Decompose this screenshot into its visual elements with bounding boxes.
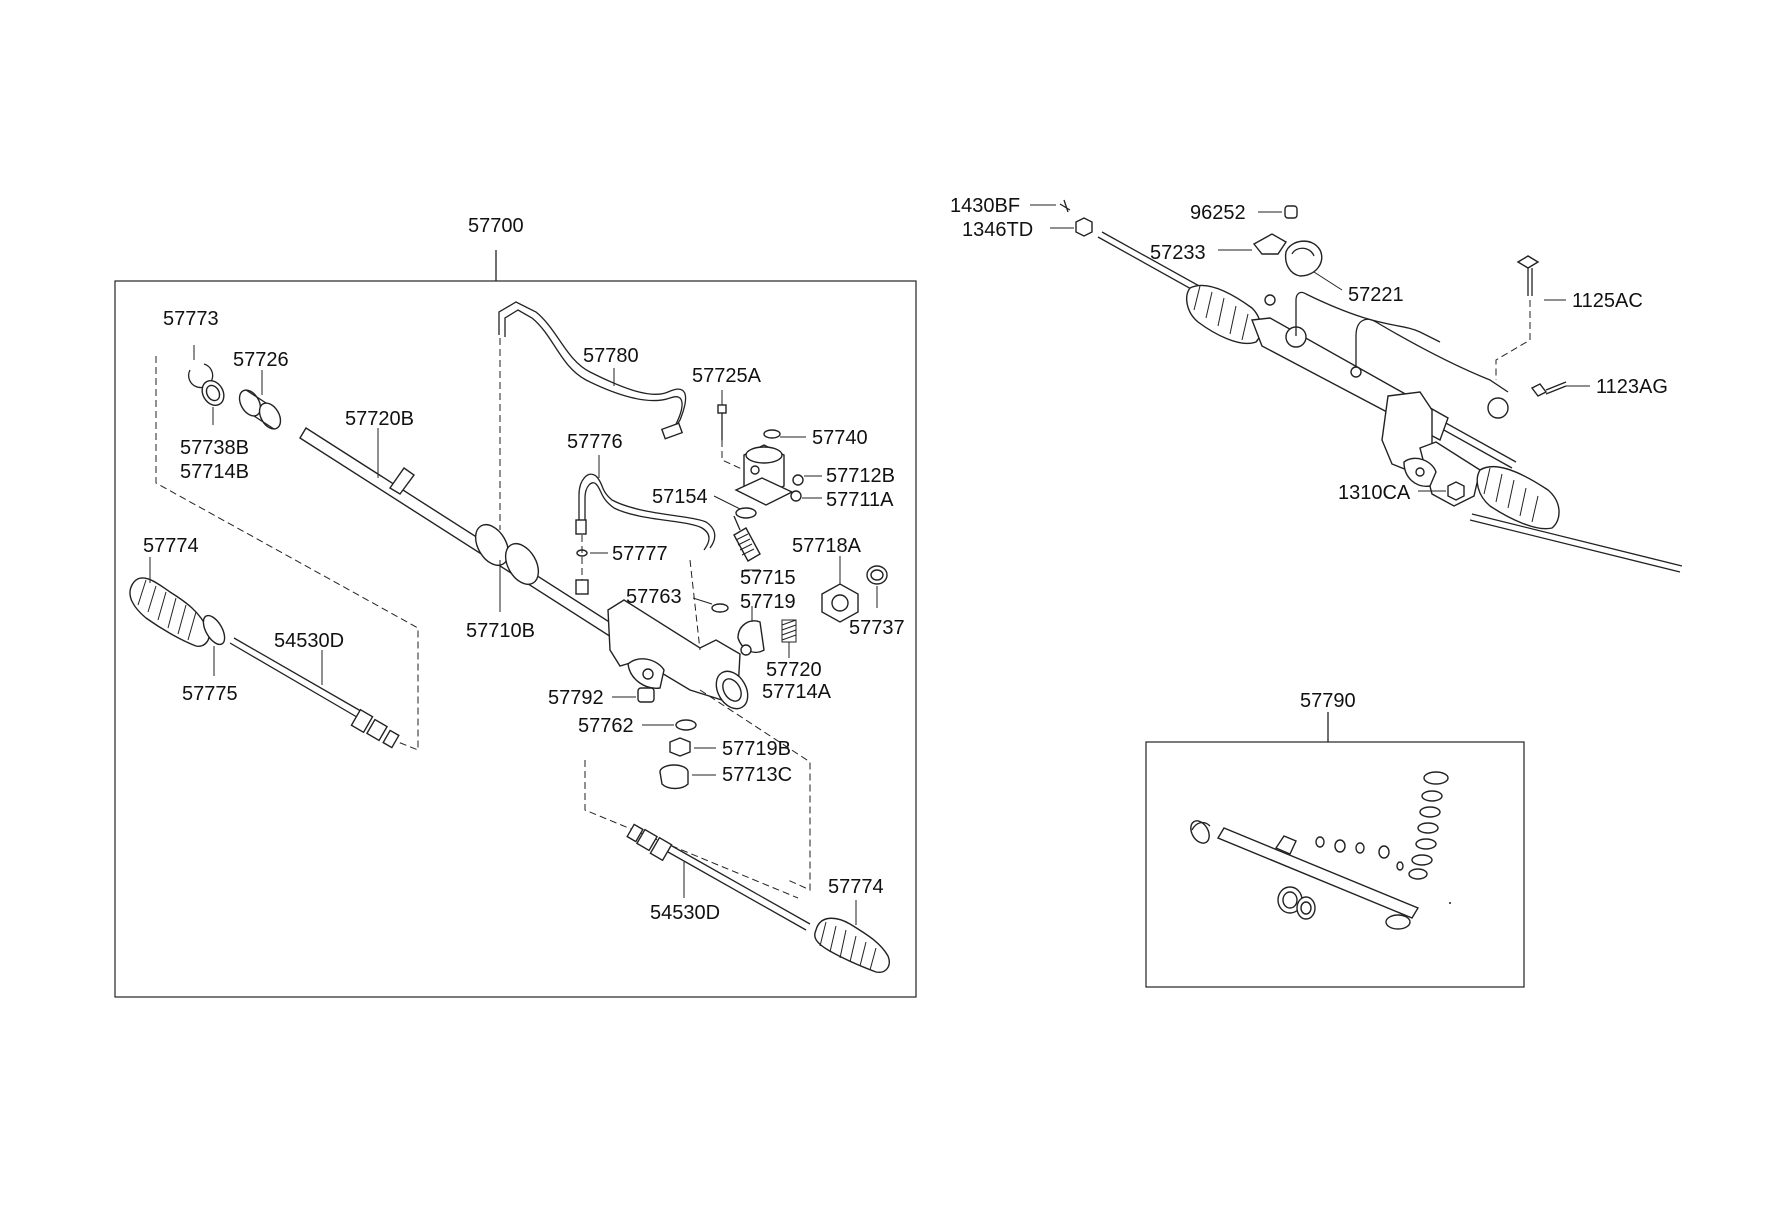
label-57776[interactable]: 57776: [567, 431, 623, 453]
bushing-57792-part[interactable]: [612, 687, 655, 703]
seal-kit-frame: [1145, 741, 1525, 988]
housing-clamp-part[interactable]: [469, 519, 545, 612]
screw-57725A-part[interactable]: [717, 390, 727, 440]
nut-57712B-part[interactable]: [792, 474, 822, 486]
band-part[interactable]: [199, 612, 229, 676]
main-assembly-frame: [114, 280, 917, 998]
label-57221[interactable]: 57221: [1348, 284, 1404, 306]
boot-right-part[interactable]: [814, 900, 890, 973]
tie-rod-left-part[interactable]: [229, 637, 400, 749]
part-57233[interactable]: [1218, 233, 1287, 255]
label-57719B[interactable]: 57719B: [722, 738, 791, 760]
label-57775[interactable]: 57775: [182, 683, 238, 705]
seal-part[interactable]: [198, 377, 228, 425]
label-57719[interactable]: 57719: [740, 591, 796, 613]
label-57154[interactable]: 57154: [652, 486, 708, 508]
label-96252[interactable]: 96252: [1190, 202, 1246, 224]
label-57774-right[interactable]: 57774: [828, 876, 884, 898]
part-1123AG[interactable]: [1530, 381, 1590, 397]
label-57713C[interactable]: 57713C: [722, 764, 792, 786]
label-57714B[interactable]: 57714B: [180, 461, 249, 483]
oring-57762-part[interactable]: [642, 719, 697, 731]
nut-57711A-part[interactable]: [790, 490, 822, 502]
label-seal-kit[interactable]: 57790: [1300, 690, 1356, 712]
oring-57777-part[interactable]: [575, 535, 608, 595]
label-57740[interactable]: 57740: [812, 427, 868, 449]
boot-left-part[interactable]: [129, 557, 210, 647]
label-57714A[interactable]: 57714A: [762, 681, 832, 703]
part-1346TD[interactable]: [1050, 217, 1093, 237]
label-57710B[interactable]: 57710B: [466, 620, 535, 642]
label-57712B[interactable]: 57712B: [826, 465, 895, 487]
seal-kit-parts-drawing[interactable]: [1187, 771, 1451, 930]
valve-housing-part[interactable]: [721, 440, 794, 506]
main-assembly: 57700 57773 57726 57738B 57714B: [114, 215, 917, 998]
label-57773[interactable]: 57773: [163, 308, 219, 330]
oring-57763-part[interactable]: [692, 597, 729, 613]
label-57233[interactable]: 57233: [1150, 242, 1206, 264]
label-1310CA[interactable]: 1310CA: [1338, 482, 1411, 504]
seal-kit: 57790: [1145, 690, 1525, 988]
part-96252[interactable]: [1258, 205, 1298, 219]
cap-57713C-part[interactable]: [659, 764, 716, 790]
part-1125AC[interactable]: [1495, 255, 1566, 380]
label-57720[interactable]: 57720: [766, 659, 822, 681]
label-57718A[interactable]: 57718A: [792, 535, 862, 557]
label-57738B[interactable]: 57738B: [180, 437, 249, 459]
label-57715[interactable]: 57715: [740, 567, 796, 589]
label-57720B[interactable]: 57720B: [345, 408, 414, 430]
label-54530D-right[interactable]: 54530D: [650, 902, 720, 924]
label-1123AG[interactable]: 1123AG: [1596, 376, 1668, 398]
label-57726[interactable]: 57726: [233, 349, 289, 371]
pinion-valve-part[interactable]: [733, 515, 761, 571]
part-57221[interactable]: [1284, 240, 1343, 291]
label-57711A[interactable]: 57711A: [826, 489, 894, 511]
label-1125AC[interactable]: 1125AC: [1572, 290, 1643, 312]
label-1430BF[interactable]: 1430BF: [950, 195, 1020, 217]
spring-57720-part[interactable]: [781, 619, 797, 658]
label-57737[interactable]: 57737: [849, 617, 905, 639]
label-54530D-left[interactable]: 54530D: [274, 630, 344, 652]
cap-57737-part[interactable]: [866, 565, 888, 608]
yoke-57719-part[interactable]: [737, 606, 765, 656]
rack-assembly-drawing[interactable]: [1097, 231, 1683, 573]
gear-housing-part[interactable]: [607, 559, 754, 714]
label-57792[interactable]: 57792: [548, 687, 604, 709]
bushing-part[interactable]: [235, 370, 285, 433]
label-57762[interactable]: 57762: [578, 715, 634, 737]
pipe-57780-part[interactable]: [498, 301, 687, 530]
label-1346TD[interactable]: 1346TD: [962, 219, 1033, 241]
label-57780[interactable]: 57780: [583, 345, 639, 367]
tie-rod-right-part[interactable]: [626, 823, 811, 931]
part-1430BF[interactable]: [1030, 199, 1071, 213]
label-57777[interactable]: 57777: [612, 543, 668, 565]
assembly-view: 1430BF 1346TD 96252 57233 57221: [950, 195, 1683, 573]
yoke-plug-part[interactable]: [821, 556, 859, 623]
washer-57154-part[interactable]: [713, 495, 757, 519]
label-57763[interactable]: 57763: [626, 586, 682, 608]
label-57774-left[interactable]: 57774: [143, 535, 199, 557]
nut-57719B-part[interactable]: [669, 737, 716, 757]
pipe-57776-part[interactable]: [575, 455, 716, 551]
label-main-assembly[interactable]: 57700: [468, 215, 524, 237]
part-1310CA[interactable]: [1418, 481, 1465, 501]
oring-57740-part[interactable]: [763, 429, 806, 439]
label-57725A[interactable]: 57725A: [692, 365, 762, 387]
